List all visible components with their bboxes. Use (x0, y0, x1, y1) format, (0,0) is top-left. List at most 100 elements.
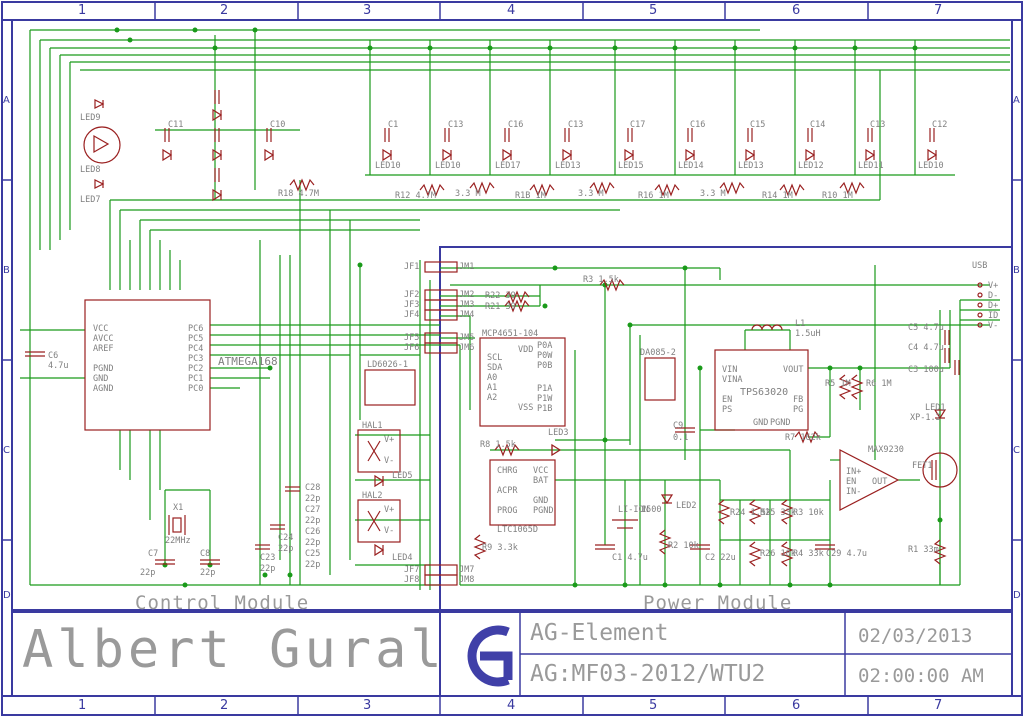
led1-label: LED1 (925, 403, 945, 413)
inductor-value: 1.5uH (795, 329, 821, 339)
cap-c9-label: C9 (673, 421, 683, 431)
jumper-jm5: JM5 (459, 333, 474, 343)
power-module-label: Power Module (643, 592, 793, 614)
led8-label: LED8 (80, 165, 100, 175)
zone-left-b: B (3, 265, 10, 276)
cap-row-label-8: C14 (810, 120, 825, 130)
cap-group-value-1: 22p (305, 494, 320, 504)
cap-group-value-2: 22p (305, 516, 320, 526)
resistor-r24: R24 1.5k (730, 508, 771, 518)
zone-left-d: D (3, 590, 11, 601)
mcp-pin-p0a: P0A (537, 341, 552, 351)
led4-label: LED4 (392, 553, 412, 563)
cap-c2: C2 22u (705, 553, 736, 563)
resistor-r21: R21 39 (485, 302, 516, 312)
resistor-r2: R2 10k (668, 541, 699, 551)
led-row-label-7: LED13 (738, 161, 764, 171)
ic-mcp-label: MCP4651-104 (482, 329, 538, 339)
mcu-pin-vcc: VCC (93, 324, 108, 334)
resistor-r4: R4 33k (793, 549, 824, 559)
resistor-r6: R6 1M (866, 379, 892, 389)
cap-group-value-3: 22p (305, 538, 320, 548)
resistor-label-7: 3.3 M (700, 189, 726, 199)
boost-pin-vina: VINA (722, 375, 742, 385)
jumper-jm2: JM2 (459, 290, 474, 300)
usb-pin-id: ID (988, 311, 998, 321)
charger-pin-acpr: ACPR (497, 486, 518, 496)
mcp-pin-a0: A0 (487, 373, 497, 383)
led2-label: LED2 (676, 501, 696, 511)
crystal-label: X1 (173, 503, 183, 513)
resistor-r9: R9 3.3k (482, 543, 518, 553)
date-field: 02/03/2013 (858, 625, 973, 647)
board-id: AG:MF03-2012/WTU2 (530, 661, 766, 687)
resistor-label-9: R10 1M (822, 191, 853, 201)
zone-top-2: 2 (220, 3, 229, 18)
boost-pin-fb: FB (793, 395, 803, 405)
boost-pin-pgnd: PGND (770, 418, 790, 428)
comparator-pin-en: EN (846, 477, 856, 487)
cap-c6-label: C6 (48, 351, 58, 361)
resistor-r25: R25 33k (760, 508, 796, 518)
resistor-label-3: 3.3 M (455, 189, 481, 199)
resistor-label-1: R18 4.7M (278, 189, 319, 199)
cap-group-value-5: 22p (278, 544, 293, 554)
mcp-pin-p0w: P0W (537, 351, 553, 361)
xp-label: XP-1.2 (910, 413, 941, 423)
boost-pin-vin: VIN (722, 365, 737, 375)
boost-pin-ps: PS (722, 405, 732, 415)
hall2-label: HAL2 (362, 491, 382, 501)
jumper-jm6: JM6 (459, 343, 474, 353)
cap-group-label-1: C28 (305, 483, 320, 493)
cap-group-label-3: C26 (305, 527, 320, 537)
time-field: 02:00:00 AM (858, 665, 984, 687)
project-name: AG-Element (530, 620, 669, 646)
cap-c4: C4 4.7u (908, 343, 944, 353)
charger-pin-chrg: CHRG (497, 466, 517, 476)
cap-c29: C29 4.7u (826, 549, 867, 559)
led-row-label-2: LED10 (435, 161, 461, 171)
cap-c5: C5 4.7u (908, 323, 944, 333)
cap-c9-value: 0.1 (673, 433, 688, 443)
resistor-r5: R5 1M (825, 379, 851, 389)
cap-group-value-4: 22p (305, 560, 320, 570)
zone-right-d: D (1013, 590, 1021, 601)
cap-c7-value: 22p (140, 568, 155, 578)
led-row-label-1: LED10 (375, 161, 401, 171)
inductor-label: L1 (795, 319, 805, 329)
boost-pin-vout: VOUT (783, 365, 803, 375)
cap-c8-label: C8 (200, 549, 210, 559)
zone-left-c: C (3, 445, 10, 456)
battery-value: 1500 (641, 505, 661, 515)
jumper-jf6: JF6 (404, 343, 419, 353)
boost-pin-en: EN (722, 395, 732, 405)
cap-group-value-6: 22p (260, 564, 275, 574)
jumper-jm8: JM8 (459, 575, 474, 585)
mcu-pin-pc0: PC0 (188, 384, 203, 394)
comparator-pin-out: OUT (872, 477, 887, 487)
zone-bottom-4: 4 (507, 698, 516, 713)
charger-pin-bat: BAT (533, 476, 548, 486)
mcu-pin-pc1: PC1 (188, 374, 203, 384)
led9-label: LED9 (80, 113, 100, 123)
led5-label: LED5 (392, 471, 412, 481)
mcp-pin-sda: SDA (487, 363, 502, 373)
mcp-pin-p1a: P1A (537, 384, 552, 394)
resistor-r1: R1 33m (908, 545, 939, 555)
ic-boost-label: TPS63020 (740, 387, 788, 398)
led-row-label-10: LED10 (918, 161, 944, 171)
zone-bottom-7: 7 (934, 698, 943, 713)
zone-top-5: 5 (649, 3, 658, 18)
charger-pin-prog: PROG (497, 506, 517, 516)
charger-pin-gnd: GND (533, 496, 548, 506)
led-row-label-9: LED11 (858, 161, 884, 171)
jumper-jf2: JF2 (404, 290, 419, 300)
cap-row-label-5: C17 (630, 120, 645, 130)
zone-bottom-5: 5 (649, 698, 658, 713)
resistor-label-8: R14 1M (762, 191, 793, 201)
zone-left-a: A (3, 95, 10, 106)
mcp-pin-vdd: VDD (518, 345, 533, 355)
usb-pin-dminus: D- (988, 291, 998, 301)
